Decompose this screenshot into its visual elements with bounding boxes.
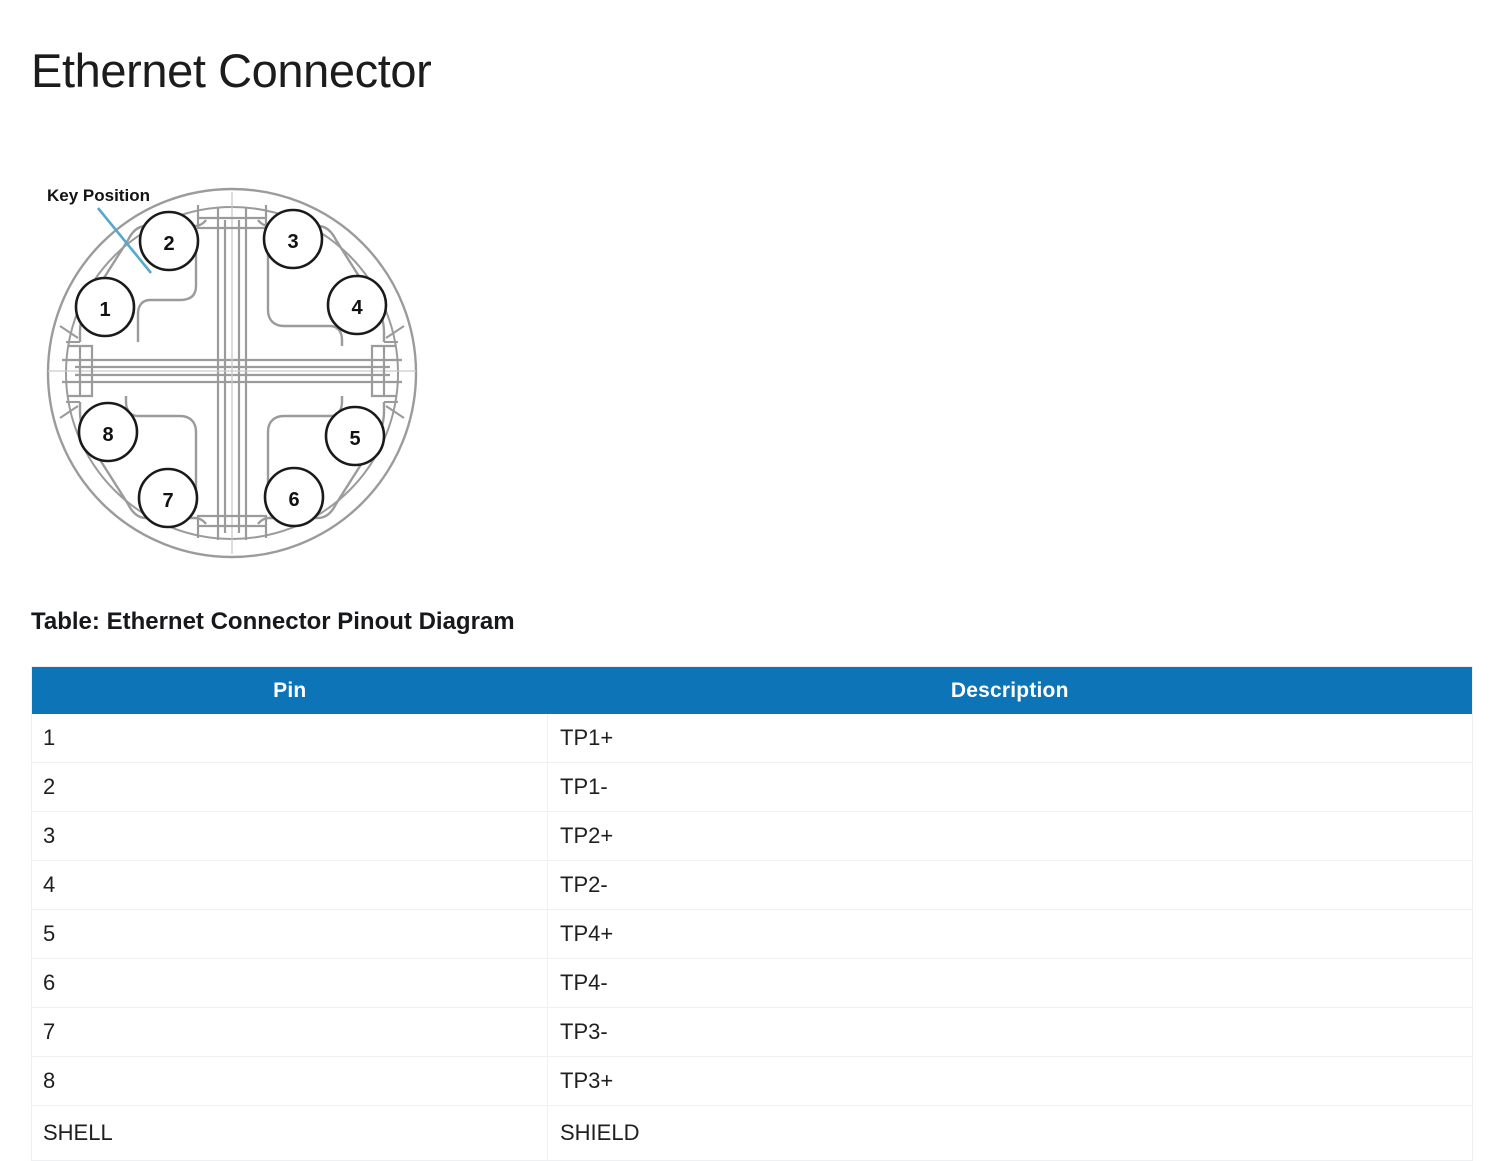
- cell-description: TP4-: [547, 958, 1473, 1008]
- pin-7: 7: [137, 467, 199, 529]
- cell-description: TP3-: [547, 1007, 1473, 1057]
- table-caption: Table: Ethernet Connector Pinout Diagram: [31, 608, 515, 635]
- cell-pin: 8: [31, 1056, 548, 1106]
- cell-pin: 4: [31, 860, 548, 910]
- pinout-table-body: 1 TP1+ 2 TP1- 3 TP2+ 4 TP2- 5 TP4+ 6 TP4…: [31, 714, 1473, 1161]
- pin-5: 5: [324, 405, 386, 467]
- pin-2-label: 2: [163, 233, 174, 255]
- table-row: 3 TP2+: [31, 811, 1473, 861]
- pinout-table-head: Pin Description: [31, 666, 1473, 714]
- cell-description: TP1-: [547, 762, 1473, 812]
- pin-4: 4: [326, 274, 388, 336]
- connector-diagram: 1 2 3 4 5: [20, 160, 450, 580]
- table-row: 6 TP4-: [31, 958, 1473, 1008]
- cell-pin: 6: [31, 958, 548, 1008]
- pin-5-label: 5: [349, 428, 360, 450]
- page-title: Ethernet Connector: [31, 44, 432, 98]
- cell-pin: 1: [31, 714, 548, 763]
- pin-7-label: 7: [162, 490, 173, 512]
- cell-description: SHIELD: [547, 1105, 1473, 1161]
- vertical-keyway-bosses: [196, 205, 268, 538]
- table-header-row: Pin Description: [31, 666, 1473, 714]
- column-header-description: Description: [547, 666, 1473, 714]
- pin-3-label: 3: [287, 231, 298, 253]
- cell-description: TP3+: [547, 1056, 1473, 1106]
- table-row: 7 TP3-: [31, 1007, 1473, 1057]
- cell-description: TP1+: [547, 714, 1473, 763]
- table-row: 5 TP4+: [31, 909, 1473, 959]
- pin-2: 2: [138, 210, 200, 272]
- pinout-table: Pin Description 1 TP1+ 2 TP1- 3 TP2+ 4 T…: [31, 666, 1473, 1161]
- cell-pin: 3: [31, 811, 548, 861]
- pin-6-label: 6: [288, 489, 299, 511]
- key-position-label: Key Position: [47, 186, 150, 205]
- table-row: SHELL SHIELD: [31, 1105, 1473, 1161]
- pin-circles: 1 2 3 4 5: [74, 208, 388, 529]
- cell-pin: 2: [31, 762, 548, 812]
- side-keyway-bosses: [68, 344, 396, 398]
- cell-description: TP4+: [547, 909, 1473, 959]
- table-row: 8 TP3+: [31, 1056, 1473, 1106]
- column-header-pin: Pin: [31, 666, 548, 714]
- table-row: 2 TP1-: [31, 762, 1473, 812]
- connector-diagram-svg: 1 2 3 4 5: [46, 186, 418, 559]
- cell-pin: SHELL: [31, 1105, 548, 1161]
- connector-outer-shell: [46, 187, 418, 559]
- pin-8: 8: [77, 401, 139, 463]
- pin-8-label: 8: [102, 424, 113, 446]
- pin-1-label: 1: [99, 299, 110, 321]
- key-position-leader-line: [96, 207, 153, 274]
- cell-pin: 7: [31, 1007, 548, 1057]
- cell-pin: 5: [31, 909, 548, 959]
- pin-4-label: 4: [351, 297, 363, 319]
- quadrant-ribs: [59, 325, 405, 419]
- table-row: 4 TP2-: [31, 860, 1473, 910]
- pin-1: 1: [74, 276, 136, 338]
- cell-description: TP2+: [547, 811, 1473, 861]
- pin-6: 6: [263, 466, 325, 528]
- center-keyway-cross: [48, 192, 416, 554]
- table-row: 1 TP1+: [31, 714, 1473, 763]
- pin-3: 3: [262, 208, 324, 270]
- cell-description: TP2-: [547, 860, 1473, 910]
